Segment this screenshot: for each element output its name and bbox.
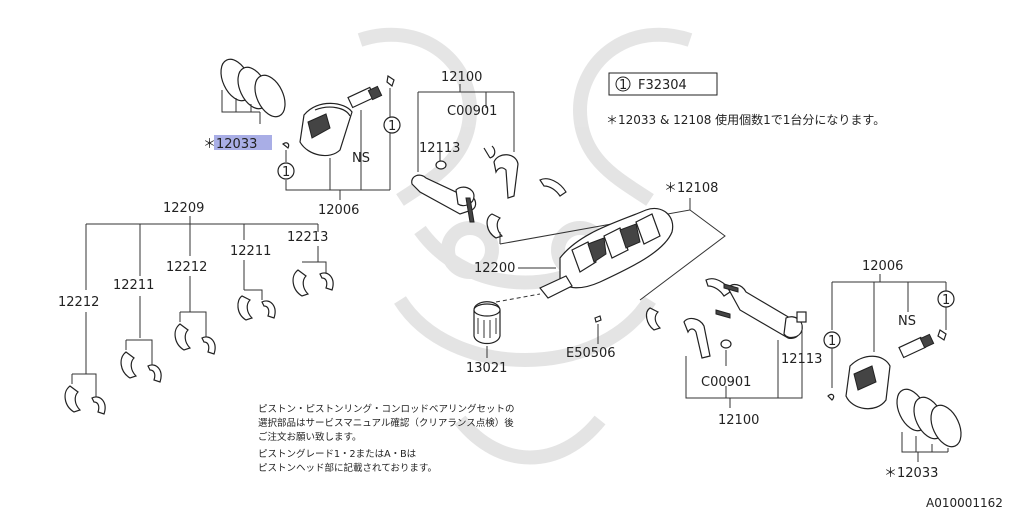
- ns-right-label: NS: [898, 314, 916, 329]
- callout-1-left-top-text: 1: [388, 119, 396, 134]
- callout-1-left-bottom-text: 1: [282, 165, 290, 180]
- bearing-c-label[interactable]: 12212: [166, 260, 207, 275]
- piston-ring-set-right[interactable]: [891, 385, 967, 452]
- qty-note: ＊12033 & 12108 使用個数1で1台分になります。: [606, 112, 885, 127]
- callout-1-right-top-text: 1: [942, 293, 950, 308]
- bearing-e[interactable]: [292, 261, 334, 297]
- snap-ring-right[interactable]: [937, 329, 947, 341]
- parts-note: ピストン・ピストンリング・コンロッドベアリングセットの 選択部品はサービスマニュ…: [258, 403, 558, 476]
- callout-1-left-bottom: [277, 162, 295, 180]
- bearing-d[interactable]: [237, 289, 276, 321]
- note-line-2: 選択部品はサービスマニュアル確認（クリアランス点検）後: [258, 418, 514, 429]
- snap-ring-left[interactable]: [386, 74, 395, 88]
- bearing-e-label[interactable]: 12213: [287, 230, 328, 245]
- ring-set-left-label[interactable]: ＊12033: [203, 137, 257, 152]
- pulley-label[interactable]: 13021: [466, 361, 507, 376]
- crank-bearing-label[interactable]: ＊12108: [664, 181, 718, 196]
- crank-bearing-2[interactable]: [645, 307, 662, 331]
- note-line-1: ピストン・ピストンリング・コンロッドベアリングセットの: [258, 404, 515, 415]
- bearing-a-label[interactable]: 12212: [58, 295, 99, 310]
- piston-right[interactable]: [845, 355, 891, 410]
- rod-cap-top[interactable]: [435, 145, 519, 199]
- callout-1-right-bottom-text: 1: [828, 334, 836, 349]
- callout-1-left-top: [383, 116, 401, 134]
- ring-set-left-highlight[interactable]: [214, 135, 272, 150]
- cap-top-label[interactable]: C00901: [447, 104, 497, 119]
- bearing-b-label[interactable]: 12211: [113, 278, 154, 293]
- woodruff-key[interactable]: [594, 315, 602, 323]
- snap-ring-right-2[interactable]: [827, 393, 835, 401]
- connecting-rod-top[interactable]: [411, 174, 477, 223]
- crankshaft[interactable]: [539, 207, 674, 299]
- watermark-emblem: [357, 27, 693, 465]
- bearing-a[interactable]: [64, 373, 106, 415]
- piston-pin-right[interactable]: [898, 333, 935, 359]
- image-code: A010001162: [926, 496, 1003, 510]
- rod-top-label[interactable]: 12100: [441, 70, 482, 85]
- ref-code: F32304: [638, 78, 687, 93]
- piston-ring-set-left[interactable]: [215, 55, 291, 122]
- bearing-c[interactable]: [174, 311, 216, 355]
- piston-right-label[interactable]: 12006: [862, 259, 903, 274]
- rod-bolt-nut-top[interactable]: [435, 160, 447, 170]
- piston-left[interactable]: [299, 102, 353, 157]
- bolt-top-label[interactable]: 12113: [419, 141, 460, 156]
- ref-mark: 1: [619, 78, 627, 93]
- cap-bottom-label[interactable]: C00901: [701, 375, 751, 390]
- crank-bearing-1[interactable]: [705, 278, 731, 297]
- callout-1-right-top: [937, 290, 955, 308]
- snap-ring-left-2[interactable]: [282, 142, 290, 149]
- rod-bottom-label[interactable]: 12100: [718, 413, 759, 428]
- rod-bearing-top-1[interactable]: [486, 213, 504, 239]
- rod-bearing-top-2[interactable]: [539, 178, 567, 197]
- piston-left-label[interactable]: 12006: [318, 203, 359, 218]
- rod-bolt-nut-bottom[interactable]: [720, 339, 732, 349]
- crank-pulley[interactable]: [473, 301, 501, 345]
- reference-box: [608, 72, 718, 96]
- note-line-4: ピストングレード1・2またはA・Bは: [258, 449, 417, 460]
- bearing-set-label[interactable]: 12209: [163, 201, 204, 216]
- crankshaft-label[interactable]: 12200: [474, 261, 515, 276]
- rod-cap-bottom[interactable]: [683, 317, 732, 359]
- bearing-d-label[interactable]: 12211: [230, 244, 271, 259]
- bolt-bottom-label[interactable]: 12113: [781, 352, 822, 367]
- note-line-5: ピストンヘッド部に記載されております。: [258, 463, 437, 474]
- note-line-3: ご注文お願い致します。: [258, 432, 362, 443]
- ring-set-right-label[interactable]: ＊12033: [884, 466, 938, 481]
- rod-bolt-bottom[interactable]: [796, 311, 807, 323]
- key-label[interactable]: E50506: [566, 346, 616, 361]
- piston-pin-left[interactable]: [347, 85, 383, 109]
- bearing-b[interactable]: [120, 339, 162, 383]
- ns-left-label: NS: [352, 151, 370, 166]
- connecting-rod-bottom[interactable]: [715, 283, 803, 339]
